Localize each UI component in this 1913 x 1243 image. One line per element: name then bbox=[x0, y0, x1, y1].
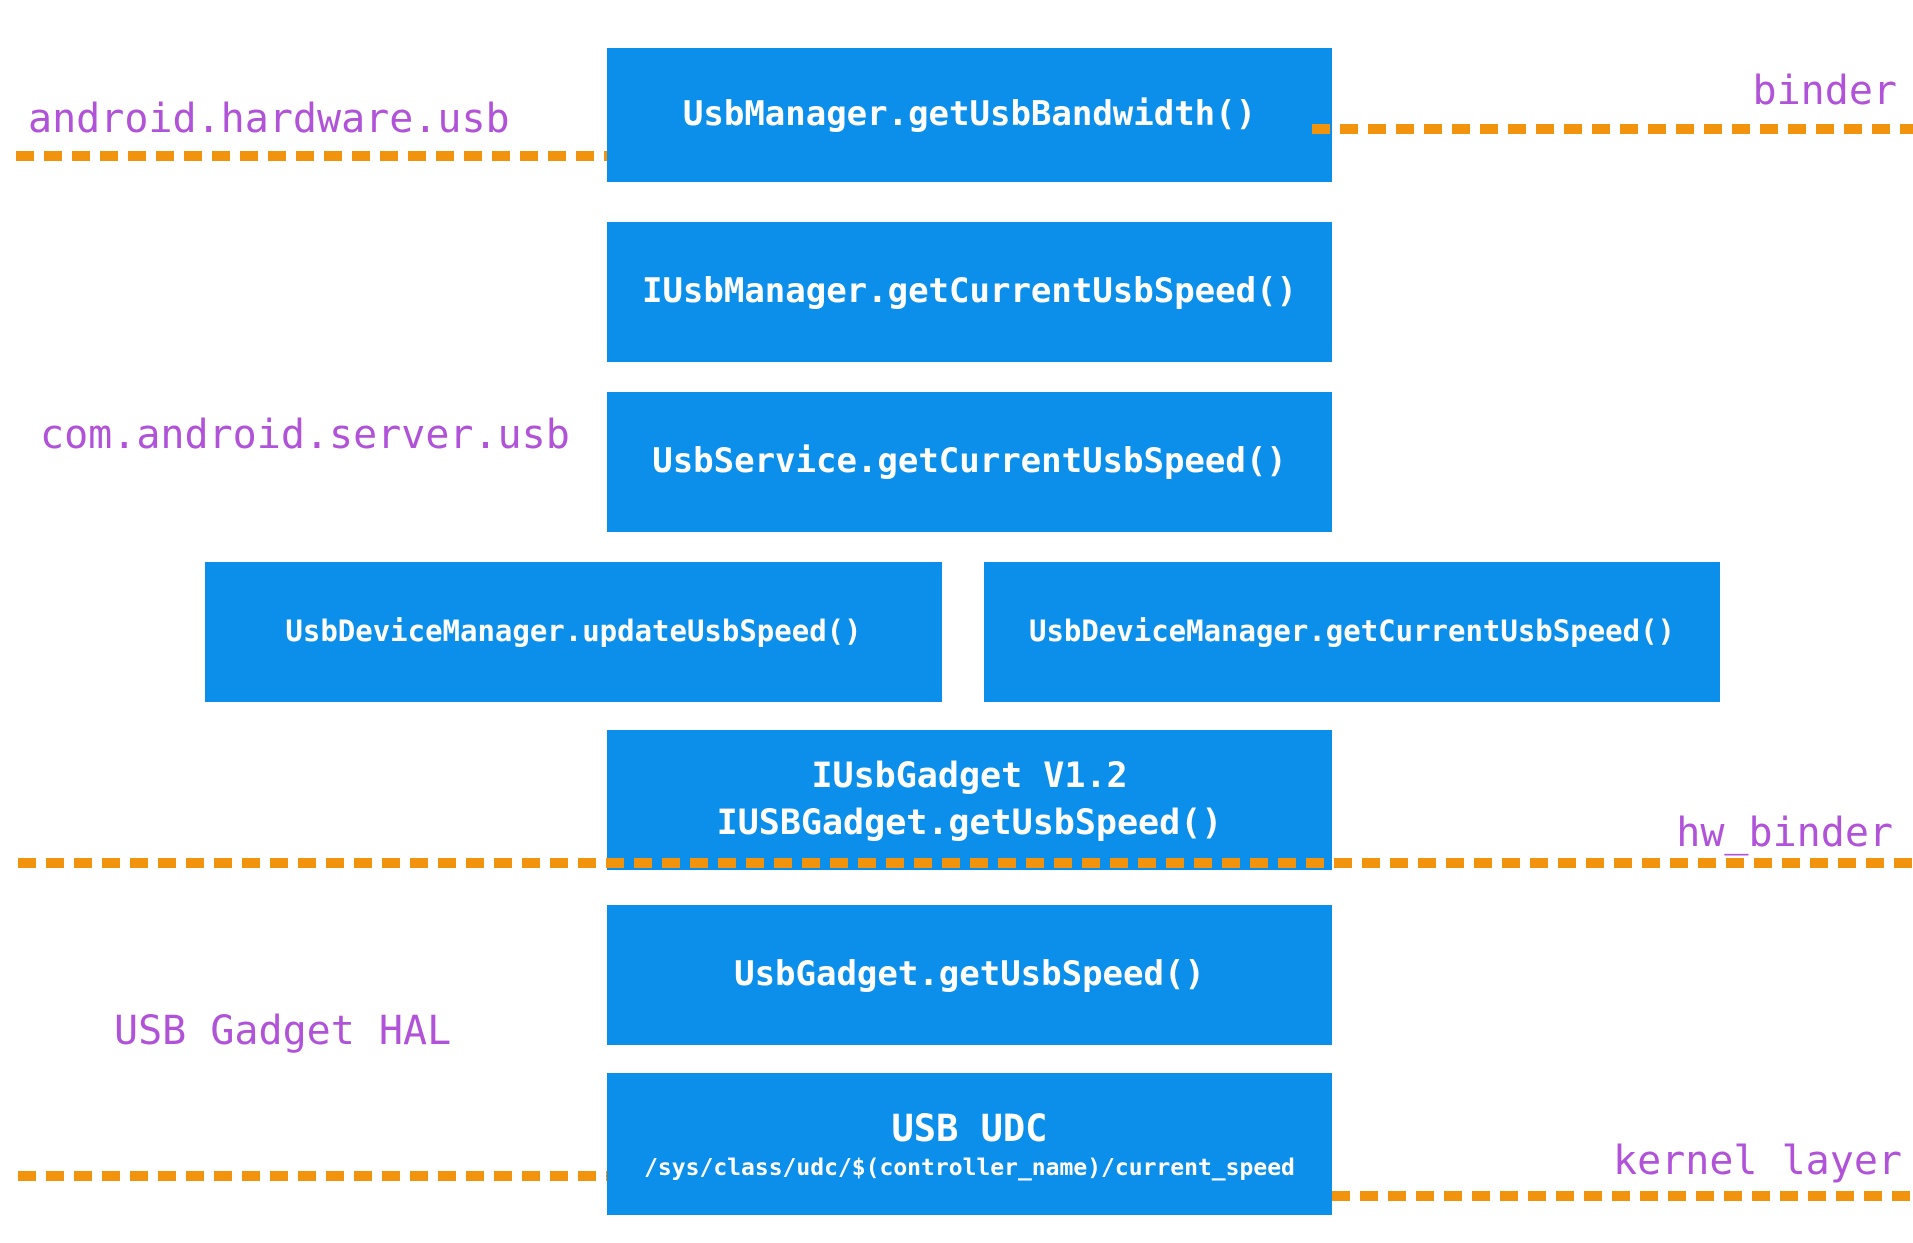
box-text: UsbService.getCurrentUsbSpeed() bbox=[652, 441, 1287, 482]
box-text: IUSBGadget.getUsbSpeed() bbox=[716, 803, 1223, 843]
binder-dashed-line-right bbox=[1312, 124, 1913, 134]
box-text: IUsbManager.getCurrentUsbSpeed() bbox=[641, 271, 1298, 312]
hw-binder-dashed-line bbox=[18, 858, 1913, 868]
box-iusbgadget-v12: IUsbGadget V1.2 IUSBGadget.getUsbSpeed() bbox=[607, 730, 1332, 870]
box-usbmanager-getusbbandwidth: UsbManager.getUsbBandwidth() bbox=[607, 48, 1332, 182]
box-usb-udc: USB UDC /sys/class/udc/$(controller_name… bbox=[607, 1073, 1332, 1215]
label-android-hardware-usb: android.hardware.usb bbox=[28, 96, 510, 142]
box-text: IUsbGadget V1.2 bbox=[811, 755, 1128, 796]
label-binder: binder bbox=[1752, 68, 1898, 114]
box-text-sysfs-path: /sys/class/udc/$(controller_name)/curren… bbox=[644, 1155, 1295, 1182]
label-usb-gadget-hal: USB Gadget HAL bbox=[114, 1008, 452, 1054]
kernel-dashed-line-left bbox=[18, 1171, 607, 1181]
box-iusbmanager-getcurrentusbspeed: IUsbManager.getCurrentUsbSpeed() bbox=[607, 222, 1332, 362]
label-hw-binder: hw_binder bbox=[1676, 810, 1893, 856]
box-text: UsbManager.getUsbBandwidth() bbox=[682, 94, 1257, 135]
box-usbservice-getcurrentusbspeed: UsbService.getCurrentUsbSpeed() bbox=[607, 392, 1332, 532]
box-text: UsbDeviceManager.getCurrentUsbSpeed() bbox=[1028, 614, 1675, 649]
binder-dashed-line-left bbox=[16, 151, 607, 161]
label-kernel-layer: kernel layer bbox=[1613, 1138, 1902, 1184]
box-text: UsbGadget.getUsbSpeed() bbox=[734, 954, 1205, 995]
box-text: UsbDeviceManager.updateUsbSpeed() bbox=[285, 614, 862, 649]
box-usbdevicemanager-updateusbspeed: UsbDeviceManager.updateUsbSpeed() bbox=[205, 562, 942, 702]
box-text: USB UDC bbox=[891, 1106, 1048, 1150]
label-com-android-server-usb: com.android.server.usb bbox=[40, 412, 570, 458]
box-usbgadget-getusbspeed: UsbGadget.getUsbSpeed() bbox=[607, 905, 1332, 1045]
kernel-dashed-line-right bbox=[1332, 1191, 1913, 1201]
box-usbdevicemanager-getcurrentusbspeed: UsbDeviceManager.getCurrentUsbSpeed() bbox=[984, 562, 1720, 702]
